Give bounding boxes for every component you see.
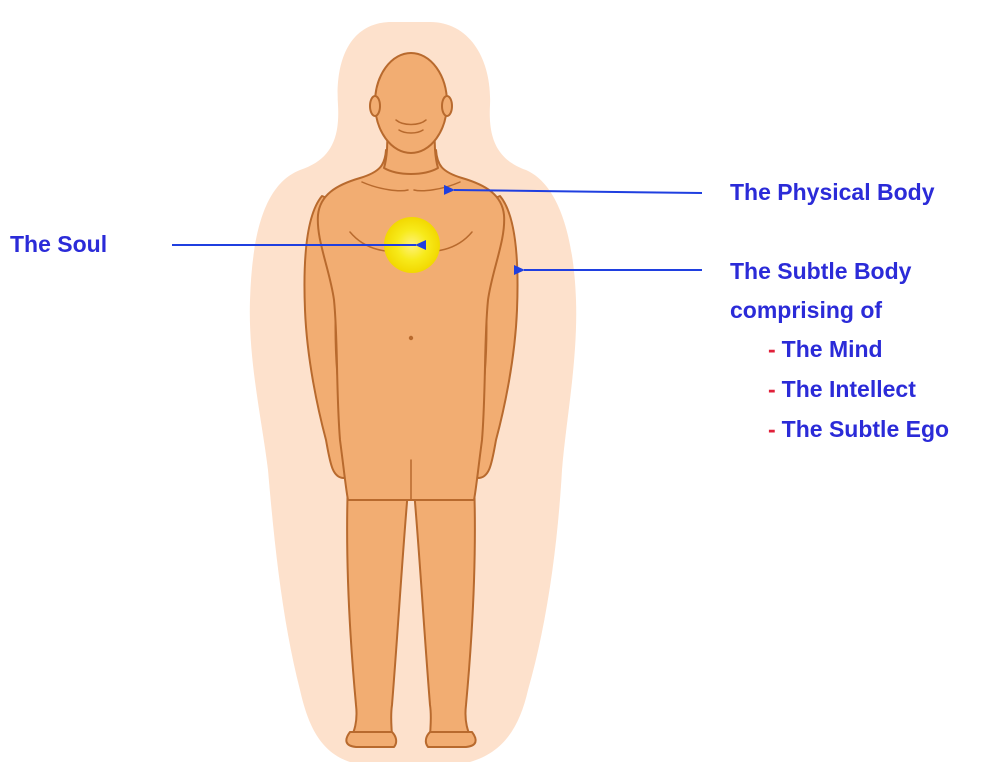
mind-label: The Mind bbox=[782, 336, 883, 362]
soul-label: The Soul bbox=[10, 233, 107, 256]
bullet-dash: - bbox=[768, 376, 776, 402]
subtle-body-label: The Subtle Body bbox=[730, 260, 911, 283]
subtle-ego-label: The Subtle Ego bbox=[782, 416, 949, 442]
physical-body-label: The Physical Body bbox=[730, 181, 935, 204]
intellect-label: The Intellect bbox=[782, 376, 916, 402]
bullet-dash: - bbox=[768, 416, 776, 442]
navel bbox=[409, 336, 413, 340]
subtle-component-subtle-ego: -The Subtle Ego bbox=[768, 418, 949, 441]
subtle-component-intellect: -The Intellect bbox=[768, 378, 916, 401]
subtle-component-mind: -The Mind bbox=[768, 338, 883, 361]
subtle-body-subtitle: comprising of bbox=[730, 299, 882, 322]
bullet-dash: - bbox=[768, 336, 776, 362]
